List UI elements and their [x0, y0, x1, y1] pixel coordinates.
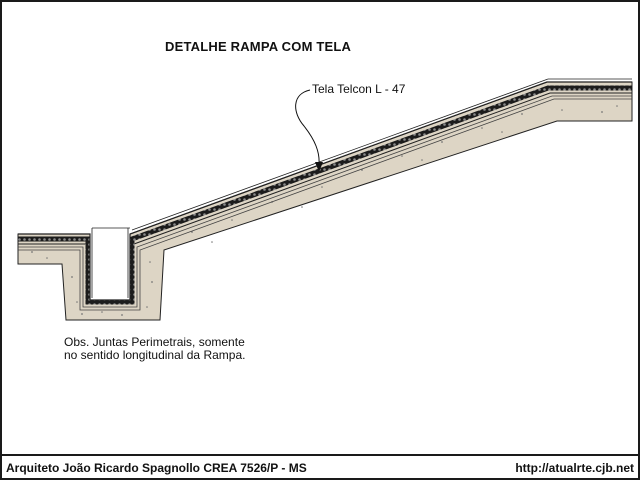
mesh-leader-line	[295, 89, 320, 166]
footer-divider	[2, 454, 638, 456]
joint-note: Obs. Juntas Perimetrais, somente no sent…	[64, 336, 245, 362]
website-link[interactable]: http://atualrte.cjb.net	[515, 461, 634, 475]
concrete-slab	[17, 81, 633, 321]
surface-finish-line	[18, 81, 632, 301]
author-credit: Arquiteto João Ricardo Spagnollo CREA 75…	[6, 461, 307, 475]
surface-double-line	[131, 78, 549, 231]
joint-note-line-1: Obs. Juntas Perimetrais, somente	[64, 335, 245, 349]
outer-layer-line	[18, 98, 632, 311]
drawing-title: DETALHE RAMPA COM TELA	[165, 39, 352, 54]
mesh-band	[18, 85, 632, 305]
aggregate-texture	[31, 105, 618, 316]
mesh-leader-arrowhead	[315, 162, 323, 172]
joint-note-line-2: no sentido longitudinal da Rampa.	[64, 348, 246, 362]
inner-layer-line	[18, 95, 632, 308]
mesh-label: Tela Telcon L - 47	[312, 82, 406, 96]
